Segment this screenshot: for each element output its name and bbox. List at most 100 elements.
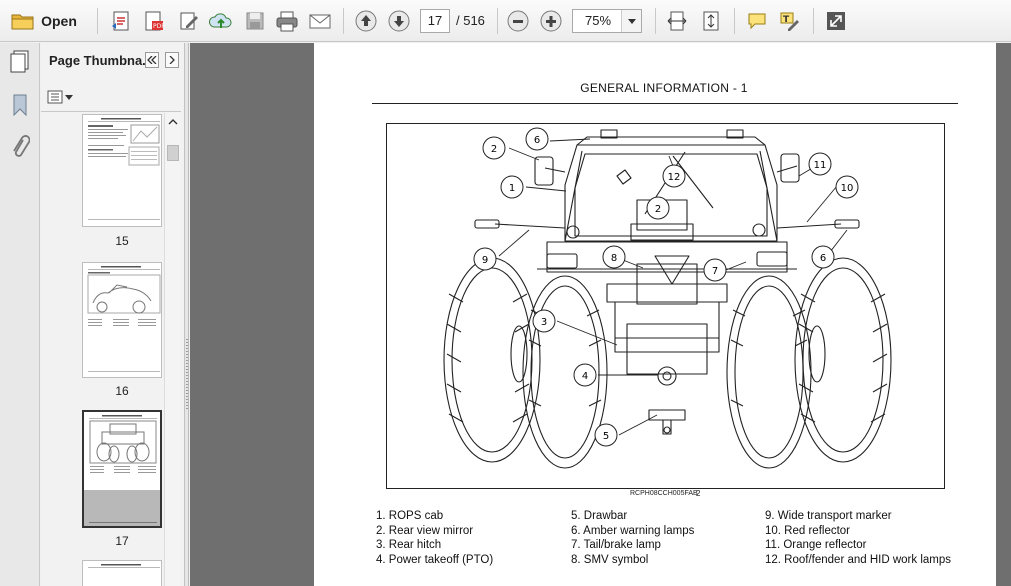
expand-icon (827, 12, 845, 30)
thumbnail-page-15[interactable] (82, 114, 162, 227)
callout-10: 10 (835, 175, 859, 199)
open-label: Open (41, 13, 77, 29)
export-pdf-button[interactable]: PDF (141, 8, 167, 34)
svg-text:5: 5 (603, 431, 609, 442)
svg-text:4: 4 (582, 371, 588, 382)
thumbnail-list: 15 16 (41, 111, 181, 586)
header-rule (372, 103, 958, 104)
fit-page-icon (703, 11, 719, 31)
bookmark-icon[interactable] (8, 93, 32, 117)
highlight-text-button[interactable]: T (776, 8, 802, 34)
chevron-right-icon (169, 56, 175, 64)
svg-text:6: 6 (820, 253, 826, 264)
thumbnail-label-16: 16 (115, 384, 129, 398)
floppy-disk-icon (246, 12, 264, 30)
navigation-pane (0, 43, 40, 586)
thumbnail-page-17[interactable] (82, 410, 162, 528)
pdf-export-icon: PDF (145, 11, 165, 31)
legend-item: 9. Wide transport marker (765, 510, 892, 522)
save-button[interactable] (242, 8, 268, 34)
thumbnail-page-next[interactable] (82, 560, 162, 586)
legend-item: 5. Drawbar (571, 510, 628, 522)
panel-title: Page Thumbna... (49, 53, 154, 68)
panel-splitter[interactable] (185, 43, 189, 586)
callout-6a: 6 (525, 127, 549, 151)
options-menu-button[interactable] (47, 88, 73, 106)
legend-item: 12. Roof/fender and HID work lamps (765, 553, 952, 566)
chevron-down-icon[interactable] (621, 10, 641, 32)
next-page-button[interactable] (387, 8, 411, 34)
fit-width-button[interactable] (664, 8, 690, 34)
expand-button[interactable] (823, 8, 849, 34)
print-button[interactable] (274, 8, 300, 34)
zoom-out-button[interactable] (506, 8, 530, 34)
arrow-down-icon (388, 10, 410, 32)
comment-button[interactable] (744, 8, 770, 34)
thumbnail-label-17: 17 (115, 534, 129, 548)
legend-item: 11. Orange reflector (765, 539, 867, 552)
zoom-in-button[interactable] (539, 8, 563, 34)
fit-width-icon (667, 11, 687, 31)
svg-text:T: T (783, 15, 790, 25)
collapse-panel-button[interactable] (145, 52, 159, 68)
edit-pdf-button[interactable] (176, 8, 202, 34)
page-header: GENERAL INFORMATION - 1 (580, 81, 748, 95)
page-thumbnails-icon[interactable] (8, 49, 32, 73)
callout-11: 11 (808, 152, 832, 176)
arrow-up-icon (355, 10, 377, 32)
thumbnail-panel: Page Thumbna... 1 (41, 43, 185, 586)
create-pdf-icon (112, 11, 129, 31)
page-number-input[interactable]: 17 (420, 9, 450, 33)
callout-5: 5 (594, 423, 618, 447)
zoom-select[interactable]: 75% (572, 9, 642, 33)
svg-text:1: 1 (509, 183, 515, 194)
legend-column-1: 1. ROPS cab 2. Rear view mirror 3. Rear … (376, 509, 493, 567)
legend-item: 2. Rear view mirror (376, 524, 474, 537)
svg-text:7: 7 (712, 266, 718, 277)
callout-3: 3 (532, 309, 556, 333)
document-view: GENERAL INFORMATION - 1 (190, 43, 1011, 586)
thumbnail-scrollbar[interactable] (164, 113, 180, 586)
callout-12: 12 (662, 164, 686, 188)
speech-bubble-icon (748, 13, 766, 30)
legend-column-3: 9. Wide transport marker 10. Red reflect… (765, 509, 951, 567)
email-button[interactable] (307, 8, 333, 34)
legend-item: 3. Rear hitch (376, 539, 442, 552)
previous-page-button[interactable] (354, 8, 378, 34)
attachment-icon[interactable] (8, 135, 32, 159)
pdf-page: GENERAL INFORMATION - 1 (314, 43, 996, 586)
cloud-upload-icon (209, 13, 232, 28)
scrollbar-thumb[interactable] (167, 145, 179, 161)
chevron-down-icon (65, 94, 73, 100)
list-options-icon (47, 90, 63, 104)
upload-button[interactable] (208, 8, 234, 34)
svg-text:12: 12 (668, 172, 681, 183)
callout-1: 1 (500, 175, 524, 199)
svg-text:2: 2 (655, 204, 661, 215)
callout-2a: 2 (482, 136, 506, 160)
callout-4: 4 (573, 363, 597, 387)
double-chevron-left-icon (147, 56, 157, 64)
svg-text:PDF: PDF (153, 23, 165, 30)
create-pdf-button[interactable] (108, 8, 134, 34)
legend-item: 1. ROPS cab (376, 510, 444, 522)
legend-item: 4. Power takeoff (PTO) (376, 553, 494, 566)
open-button[interactable]: Open (8, 8, 80, 34)
legend-column-2: 5. Drawbar 6. Amber warning lamps 7. Tai… (571, 509, 694, 567)
figure-number: 2 (696, 489, 701, 498)
legend-item: 10. Red reflector (765, 524, 851, 537)
svg-text:6: 6 (534, 135, 540, 146)
fit-page-button[interactable] (698, 8, 724, 34)
plus-icon (540, 10, 562, 32)
chevron-up-icon[interactable] (166, 117, 180, 127)
legend-item: 7. Tail/brake lamp (571, 539, 661, 552)
expand-panel-button[interactable] (165, 52, 179, 68)
callout-9: 9 (473, 247, 497, 271)
callout-8: 8 (602, 245, 626, 269)
callout-6b: 6 (811, 245, 835, 269)
envelope-icon (309, 14, 331, 29)
thumbnail-page-16[interactable] (82, 262, 162, 378)
folder-icon (11, 14, 34, 30)
callout-7: 7 (703, 258, 727, 282)
legend-item: 8. SMV symbol (571, 553, 649, 566)
